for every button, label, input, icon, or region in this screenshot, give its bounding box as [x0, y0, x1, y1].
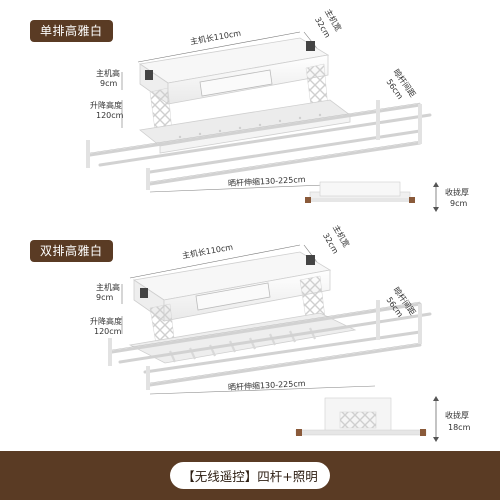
- lift-height-label: 升降高度: [90, 101, 122, 110]
- folded-thickness-label: 收拢厚: [445, 411, 469, 420]
- folded-thickness-label: 收拢厚: [445, 188, 469, 197]
- host-height-label: 主机高: [96, 283, 120, 292]
- double-rack-drawing: [108, 244, 439, 442]
- host-height-value: 9cm: [96, 293, 114, 302]
- host-height-value: 9cm: [100, 79, 118, 88]
- lift-height-value: 120cm: [96, 111, 124, 120]
- section-title-double: 双排高雅白: [30, 240, 113, 262]
- host-height-label: 主机高: [96, 69, 120, 78]
- folded-thickness-value: 9cm: [450, 199, 468, 208]
- lift-height-label: 升降高度: [90, 317, 122, 326]
- folded-thickness-value: 18cm: [448, 423, 471, 432]
- lift-height-value: 120cm: [94, 327, 122, 336]
- footer-banner: 【无线遥控】四杆+照明: [0, 451, 500, 500]
- single-rack-drawing: [86, 31, 439, 212]
- section-title-single: 单排高雅白: [30, 20, 113, 42]
- footer-feature-label: 【无线遥控】四杆+照明: [170, 462, 330, 489]
